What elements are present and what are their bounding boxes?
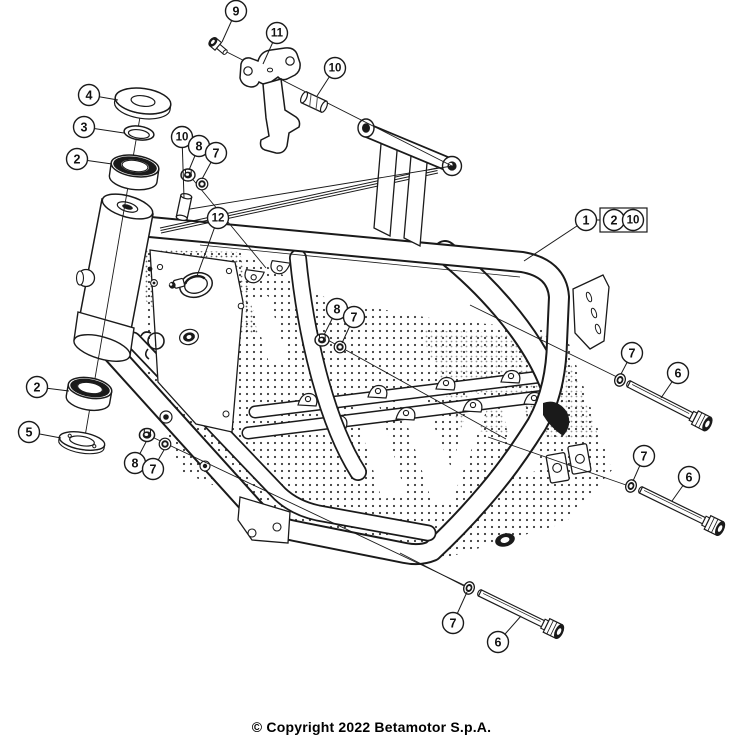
part-clamp-12[interactable] (167, 269, 215, 303)
part-bearing-2-lower[interactable] (65, 374, 114, 413)
callout-label: 5 (26, 426, 33, 440)
callout-circle[interactable] (632, 444, 656, 468)
part-washer-7-bolt2[interactable] (623, 477, 639, 495)
callout-label: 10 (627, 215, 640, 227)
callout-leader-line (523, 219, 587, 262)
callout-label: 2 (34, 381, 41, 395)
part-bearing-2-upper[interactable] (108, 152, 160, 192)
part-washer-5[interactable] (57, 429, 106, 457)
callout-10[interactable]: 10 (170, 125, 194, 149)
callout-label: 6 (495, 636, 502, 650)
callout-label: 2 (74, 153, 81, 167)
part-nut-8-center[interactable] (314, 333, 330, 347)
callout-label: 4 (86, 89, 93, 103)
callout-circle[interactable] (141, 457, 165, 481)
part-nut-8-lower[interactable] (138, 427, 156, 443)
part-washer-4[interactable] (113, 85, 173, 123)
callout-label: 7 (150, 463, 157, 477)
callout-label: 12 (212, 213, 225, 225)
callout-circle[interactable] (342, 305, 366, 329)
callout-4[interactable]: 4 (77, 83, 101, 107)
callout-circle[interactable] (486, 630, 510, 654)
callout-11[interactable]: 11 (265, 21, 289, 45)
part-bolt-6-1[interactable] (623, 375, 715, 433)
callout-2[interactable]: 2 (602, 208, 626, 232)
callout-label: 6 (675, 367, 682, 381)
callout-7[interactable]: 7 (441, 611, 465, 635)
frame-illustration (73, 118, 610, 566)
callout-circle[interactable] (206, 206, 230, 230)
callout-10[interactable]: 10 (323, 56, 347, 80)
callout-6[interactable]: 6 (666, 361, 690, 385)
copyright-text: © Copyright 2022 Betamotor S.p.A. (251, 719, 492, 735)
callout-label: 7 (629, 347, 636, 361)
callout-1[interactable]: 1 (574, 208, 598, 232)
exploded-parts (57, 36, 728, 641)
callout-7[interactable]: 7 (342, 305, 366, 329)
callout-5[interactable]: 5 (17, 420, 41, 444)
callout-label: 3 (81, 121, 88, 135)
part-bolt-6-2[interactable] (635, 481, 728, 538)
callout-circle[interactable] (621, 208, 645, 232)
part-washer-7-bolt3[interactable] (461, 579, 477, 597)
callout-label: 7 (641, 450, 648, 464)
callout-label: 11 (271, 28, 284, 40)
callout-2[interactable]: 2 (25, 375, 49, 399)
callout-label: 2 (611, 214, 618, 228)
part-washer-7-lower[interactable] (158, 437, 172, 451)
callout-circle[interactable] (677, 465, 701, 489)
callout-7[interactable]: 7 (632, 444, 656, 468)
callout-7[interactable]: 7 (141, 457, 165, 481)
part-washer-7-bolt1[interactable] (612, 371, 628, 389)
callout-label: 7 (351, 311, 358, 325)
head-tube (73, 193, 154, 362)
part-washer-7-upper[interactable] (195, 177, 209, 191)
callout-circle[interactable] (323, 56, 347, 80)
callout-12[interactable]: 12 (206, 206, 230, 230)
callout-circle[interactable] (441, 611, 465, 635)
callout-2[interactable]: 2 (65, 147, 89, 171)
part-oring-3[interactable] (123, 124, 155, 142)
callout-circle[interactable] (25, 375, 49, 399)
callout-9[interactable]: 9 (224, 0, 248, 23)
callout-label: 7 (213, 147, 220, 161)
part-spacer-10[interactable] (299, 91, 329, 113)
callout-circle[interactable] (224, 0, 248, 23)
part-bolt-6-3[interactable] (474, 584, 567, 641)
callout-circle[interactable] (72, 115, 96, 139)
part-bolt-9[interactable] (207, 36, 229, 57)
callout-6[interactable]: 6 (486, 630, 510, 654)
callout-label: 10 (329, 63, 342, 75)
callout-6[interactable]: 6 (677, 465, 701, 489)
callout-label: 8 (132, 457, 139, 471)
callout-circle[interactable] (265, 21, 289, 45)
callout-label: 8 (334, 303, 341, 317)
callout-circle[interactable] (204, 141, 228, 165)
part-washer-7-center[interactable] (333, 340, 347, 354)
callout-circle[interactable] (620, 341, 644, 365)
callout-label: 7 (450, 617, 457, 631)
callout-label: 8 (196, 140, 203, 154)
callout-label: 9 (233, 5, 240, 19)
callout-label: 1 (583, 214, 590, 228)
callout-circle[interactable] (65, 147, 89, 171)
part-bracket-11[interactable] (239, 47, 301, 154)
callout-label: 6 (686, 471, 693, 485)
callout-label: 10 (176, 132, 189, 144)
callout-circle[interactable] (17, 420, 41, 444)
callout-7[interactable]: 7 (620, 341, 644, 365)
callout-7[interactable]: 7 (204, 141, 228, 165)
callout-circle[interactable] (77, 83, 101, 107)
callout-10[interactable]: 10 (621, 208, 645, 232)
callout-3[interactable]: 3 (72, 115, 96, 139)
callout-circle[interactable] (666, 361, 690, 385)
